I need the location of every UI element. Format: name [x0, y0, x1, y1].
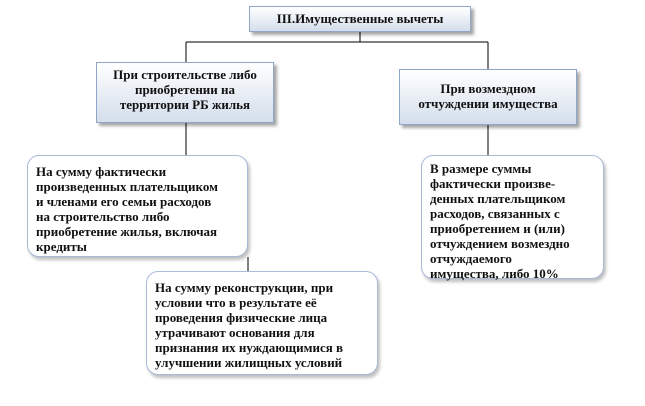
leaf3-line: расходов, связанных с — [430, 206, 560, 221]
leaf-construction-expenses: На сумму фактически произведенных плател… — [27, 155, 248, 257]
leaf-reconstruction: На сумму реконструкции, при условии что … — [146, 271, 378, 375]
leaf1-line: и членами его семьи расходов — [36, 194, 212, 209]
leaf1-line: На сумму фактически — [36, 164, 167, 179]
root-node: III.Имущественные вычеты — [249, 6, 471, 32]
left-branch-node: При строительстве либо приобретении на т… — [96, 62, 274, 123]
root-node-label: III.Имущественные вычеты — [276, 11, 444, 26]
left-branch-line: территории РБ жилья — [119, 97, 251, 112]
leaf2-line: улучшении жилищных условий — [155, 355, 343, 370]
leaf2-line: На сумму реконструкции, при — [155, 280, 334, 295]
leaf2-line: условии что в результате её — [155, 295, 317, 310]
leaf1-line: приобретение жилья, включая — [36, 224, 218, 239]
leaf2-line: признания их нуждающимися в — [155, 340, 344, 355]
right-branch-line: отчуждении имущества — [418, 96, 558, 111]
right-branch-line: При возмездном — [440, 81, 536, 96]
leaf2-line: утрачивают основания для — [155, 325, 315, 340]
leaf3-line: фактически произве- — [430, 176, 556, 191]
leaf3-line: отчуждаемого — [430, 251, 512, 266]
leaf-property-disposal: В размере суммы фактически произве- денн… — [421, 155, 604, 281]
leaf3-line: имущества, либо 10% — [430, 266, 559, 281]
leaf3-line: отчуждением возмездно — [430, 236, 570, 251]
leaf3-line: денных плательщиком — [430, 191, 566, 206]
leaf3-line: приобретением и (или) — [430, 221, 565, 236]
leaf2-line: проведения физические лица — [155, 310, 328, 325]
leaf1-line: произведенных плательщиком — [36, 179, 218, 194]
left-branch-line: приобретении на — [134, 82, 236, 97]
leaf3-line: В размере суммы — [430, 161, 532, 176]
leaf1-line: на строительство либо — [36, 209, 170, 224]
right-branch-node: При возмездном отчуждении имущества — [399, 69, 577, 125]
left-branch-line: При строительстве либо — [113, 67, 257, 82]
leaf1-line: кредиты — [36, 239, 87, 254]
